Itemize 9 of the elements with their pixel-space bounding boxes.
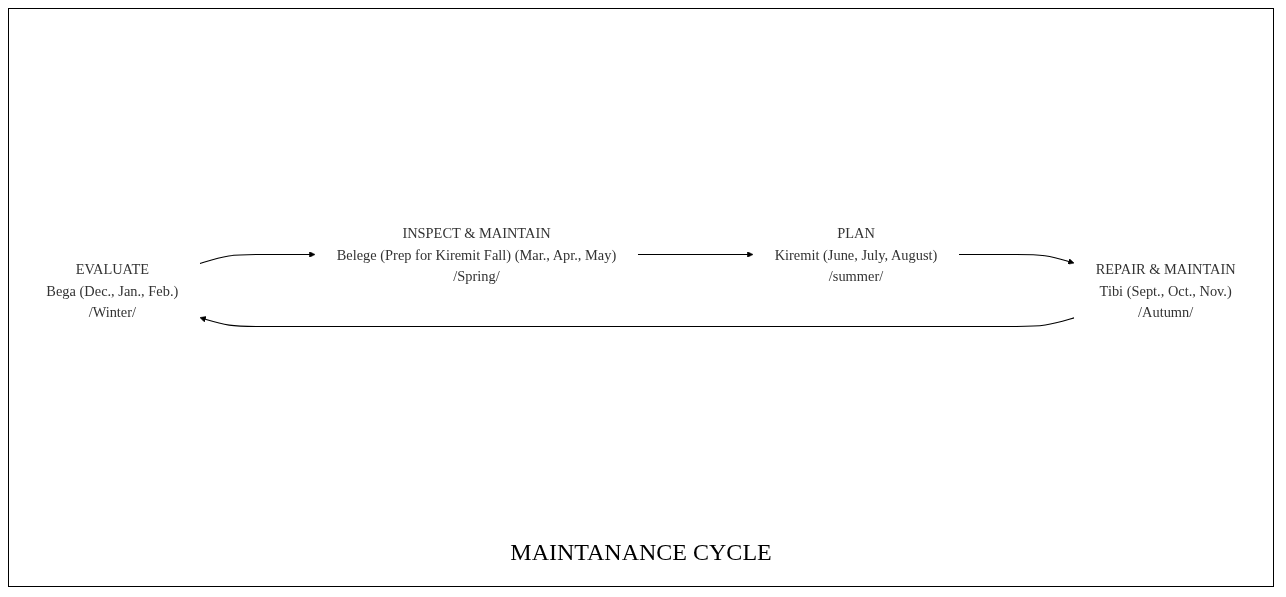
- arrow: [958, 253, 1075, 265]
- node-text: INSPECT & MAINTAIN Belege (Prep for Kiremit Fall) (Mar., Apr., May) /Spring/: [336, 224, 617, 285]
- node-text: EVALUATE Bega (Dec., Jan., Feb.) /Winter/: [46, 260, 179, 321]
- arrow: [637, 251, 754, 258]
- arrow: [199, 316, 1075, 328]
- node-text: PLAN Kiremit (June, July, August) /summer/: [774, 224, 938, 285]
- node-text: REPAIR & MAINTAIN Tibi (Sept., Oct., Nov.) /Autumn/: [1095, 260, 1236, 321]
- diagram-label: MAINTANANCE CYCLE: [509, 539, 773, 566]
- arrow: [199, 251, 316, 264]
